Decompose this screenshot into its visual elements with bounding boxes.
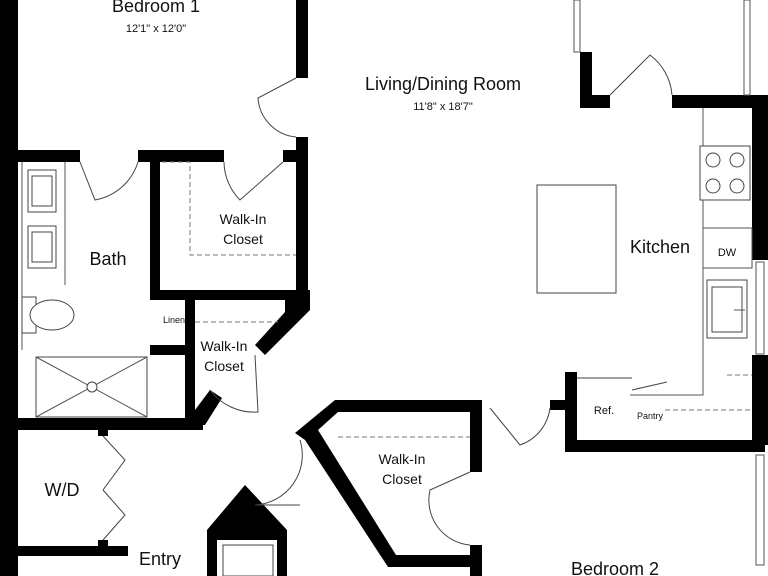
cooktop-icon xyxy=(699,145,751,201)
kitchen-island xyxy=(536,184,617,294)
doors xyxy=(79,54,673,546)
room-labels: Bedroom 1 12'1" x 12'0" Living/Dining Ro… xyxy=(45,0,737,576)
linen-label: Linen xyxy=(163,315,185,325)
living-dining-dims: 11'8" x 18'7" xyxy=(413,101,473,113)
bath-label: Bath xyxy=(89,249,126,269)
entry-label: Entry xyxy=(139,549,181,569)
walkin2-label: Walk-In xyxy=(201,338,248,354)
walkin1-label-line2: Closet xyxy=(223,231,263,247)
bedroom1-dims: 12'1" x 12'0" xyxy=(126,23,186,35)
fixtures xyxy=(21,145,751,576)
living-dining-label: Living/Dining Room xyxy=(365,74,521,94)
pantry-label: Pantry xyxy=(637,411,664,421)
shower-icon xyxy=(35,356,148,418)
walkin3-label: Walk-In xyxy=(379,451,426,467)
toilet-icon xyxy=(21,296,75,334)
walkin1-label: Walk-In xyxy=(220,211,267,227)
kitchen-label: Kitchen xyxy=(630,237,690,257)
walkin2-label-line2: Closet xyxy=(204,358,244,374)
bedroom2-label: Bedroom 2 xyxy=(571,559,659,576)
ref-label: Ref. xyxy=(594,405,614,417)
dw-label: DW xyxy=(718,247,737,259)
wd-label: W/D xyxy=(45,480,80,500)
walkin3-label-line2: Closet xyxy=(382,471,422,487)
kitchen-sink-icon xyxy=(706,279,748,339)
bedroom1-label: Bedroom 1 xyxy=(112,0,200,16)
